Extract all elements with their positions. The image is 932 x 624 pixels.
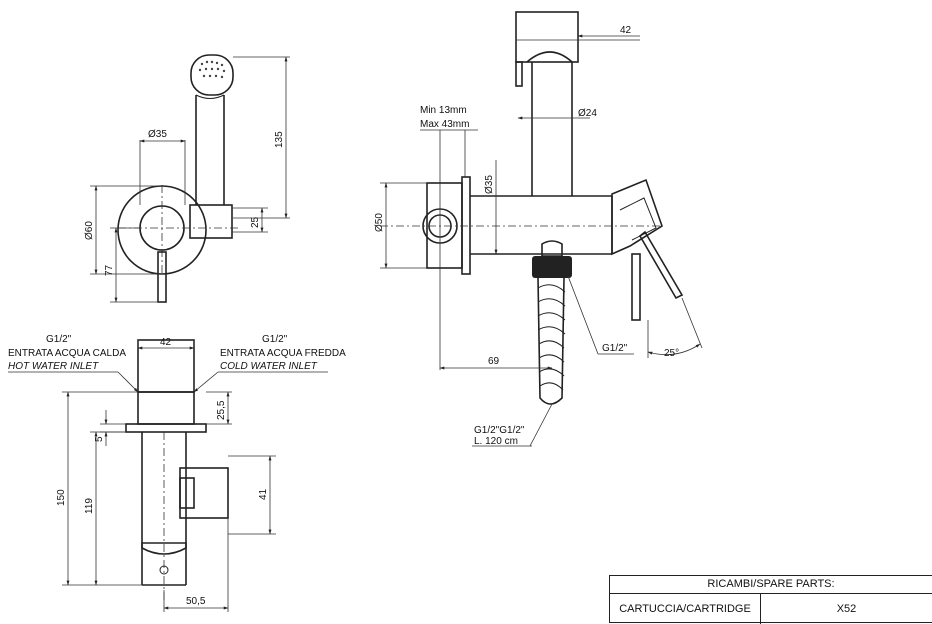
cold-inlet-size: G1/2" [262,334,288,345]
dim-hose-len: L. 120 cm [474,436,518,447]
cold-inlet-en: COLD WATER INLET [220,361,318,372]
dim-77: 77 [104,264,115,276]
dim-g12-main: G1/2" [602,343,628,354]
dim-angle: 25° [664,348,679,359]
dim-25-5: 25,5 [216,400,227,420]
dim-min: Min 13mm [420,105,467,116]
dim-50-5: 50,5 [186,596,206,607]
plan-view: 42 G1/2" ENTRATA ACQUA CALDA HOT WATER I… [8,334,346,612]
dim-max: Max 43mm [420,119,469,130]
dim-42-bottom: 42 [160,337,172,348]
dim-119: 119 [84,498,95,514]
dim-hose-fit: G1/2"G1/2" [474,425,525,436]
dim-25: 25 [250,216,261,228]
dim-d35-side: Ø35 [484,175,495,194]
part-code: X52 [836,603,857,615]
dim-135: 135 [274,131,285,148]
hot-inlet-it: ENTRATA ACQUA CALDA [8,348,126,359]
dim-5: 5 [94,436,105,442]
dim-150: 150 [56,489,67,506]
hot-inlet-size: G1/2" [46,334,72,345]
dim-d50: Ø50 [374,213,385,232]
dim-41: 41 [258,488,269,500]
hot-inlet-en: HOT WATER INLET [8,361,99,372]
front-view: Ø35 135 Ø60 25 77 [84,54,290,303]
side-view: 42 Ø24 Min 13mm Max 43mm Ø35 Ø50 69 G1/2… [374,11,703,447]
spare-parts-header: RICAMBI/SPARE PARTS: [610,576,932,594]
table-row: CARTUCCIA/CARTRIDGE X52 [610,594,932,624]
dim-42-top: 42 [620,25,632,36]
dim-d24: Ø24 [578,108,597,119]
dim-d35-top: Ø35 [148,129,167,140]
part-name: CARTUCCIA/CARTRIDGE [610,594,761,624]
dim-d60: Ø60 [84,221,95,240]
spare-parts-table: RICAMBI/SPARE PARTS: CARTUCCIA/CARTRIDGE… [609,575,932,624]
cold-inlet-it: ENTRATA ACQUA FREDDA [220,348,346,359]
dim-69: 69 [488,356,500,367]
